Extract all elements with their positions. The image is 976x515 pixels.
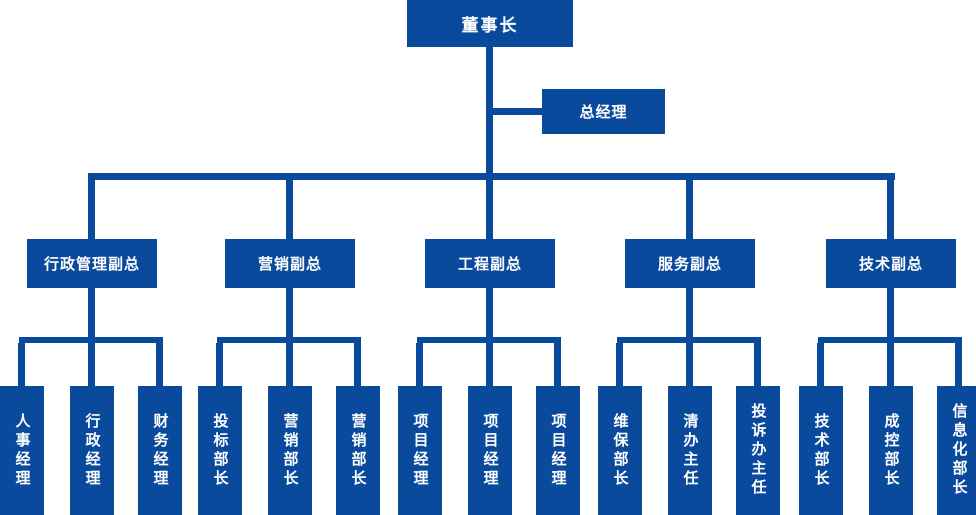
children-bar-connector: [818, 337, 962, 343]
child-label: 项目经理: [411, 412, 429, 489]
branch-stub-connector: [887, 288, 894, 338]
child-drop-connector: [354, 343, 361, 387]
chairman-vertical-connector: [486, 47, 493, 239]
child-drop-connector: [955, 343, 962, 387]
child-label: 维保部长: [611, 412, 629, 489]
child-box-admin-manager: 行政经理: [70, 386, 114, 515]
branch-stub-connector: [486, 288, 493, 338]
branch-label: 营销副总: [257, 256, 322, 273]
children-bar-connector: [19, 337, 163, 343]
child-label: 信息化部长: [950, 403, 968, 498]
branch-box-admin: 行政管理副总: [27, 239, 157, 288]
child-label: 投标部长: [211, 412, 229, 489]
general-manager-box: 总经理: [542, 89, 665, 134]
child-box-hr-manager: 人事经理: [0, 386, 44, 515]
child-drop-connector: [156, 343, 163, 387]
child-box-marketing-head-1: 营销部长: [268, 386, 312, 515]
child-box-project-manager-1: 项目经理: [398, 386, 442, 515]
child-label: 营销部长: [281, 412, 299, 489]
branch-drop-connector: [88, 173, 95, 239]
child-drop-connector: [18, 343, 25, 387]
level2-horizontal-connector: [88, 173, 895, 180]
child-label: 投诉办主任: [749, 403, 767, 498]
child-drop-connector: [754, 343, 761, 387]
branch-label: 工程副总: [457, 256, 522, 273]
child-box-finance-manager: 财务经理: [138, 386, 182, 515]
chairman-label: 董事长: [461, 16, 519, 35]
branch-stub-connector: [88, 288, 95, 338]
branch-label: 行政管理副总: [43, 256, 140, 273]
child-drop-connector: [486, 343, 493, 387]
child-label: 行政经理: [83, 412, 101, 489]
branch-box-engineering: 工程副总: [425, 239, 555, 288]
branch-stub-connector: [286, 288, 293, 338]
child-drop-connector: [554, 343, 561, 387]
branch-drop-connector: [887, 173, 894, 239]
children-bar-connector: [417, 337, 561, 343]
branch-stub-connector: [686, 288, 693, 338]
children-bar-connector: [217, 337, 361, 343]
child-drop-connector: [216, 343, 223, 387]
child-drop-connector: [286, 343, 293, 387]
child-label: 技术部长: [812, 412, 830, 489]
child-box-cost-control-head: 成控部长: [869, 386, 913, 515]
child-label: 财务经理: [151, 412, 169, 489]
child-label: 成控部长: [882, 412, 900, 489]
child-drop-connector: [416, 343, 423, 387]
branch-box-technology: 技术副总: [826, 239, 956, 288]
general-manager-label: 总经理: [579, 104, 628, 121]
branch-box-marketing: 营销副总: [225, 239, 355, 288]
child-label: 人事经理: [13, 412, 31, 489]
child-label: 清办主任: [681, 412, 699, 489]
child-box-project-manager-2: 项目经理: [468, 386, 512, 515]
child-box-informatization-head: 信息化部长: [937, 386, 976, 515]
general-manager-connector: [490, 108, 543, 115]
branch-drop-connector: [686, 173, 693, 239]
branch-label: 服务副总: [657, 256, 722, 273]
branch-box-service: 服务副总: [625, 239, 755, 288]
child-label: 项目经理: [549, 412, 567, 489]
child-box-project-manager-3: 项目经理: [536, 386, 580, 515]
child-box-bidding-head: 投标部长: [198, 386, 242, 515]
child-drop-connector: [88, 343, 95, 387]
child-box-technical-head: 技术部长: [799, 386, 843, 515]
child-box-cleaning-office-director: 清办主任: [668, 386, 712, 515]
child-label: 项目经理: [481, 412, 499, 489]
children-bar-connector: [617, 337, 761, 343]
child-box-maintenance-head: 维保部长: [598, 386, 642, 515]
child-drop-connector: [817, 343, 824, 387]
branch-label: 技术副总: [858, 256, 923, 273]
chairman-box: 董事长: [407, 0, 573, 47]
branch-drop-connector: [286, 173, 293, 239]
child-drop-connector: [887, 343, 894, 387]
child-box-complaints-office-director: 投诉办主任: [736, 386, 780, 515]
child-box-marketing-head-2: 营销部长: [336, 386, 380, 515]
child-drop-connector: [686, 343, 693, 387]
child-label: 营销部长: [349, 412, 367, 489]
child-drop-connector: [616, 343, 623, 387]
